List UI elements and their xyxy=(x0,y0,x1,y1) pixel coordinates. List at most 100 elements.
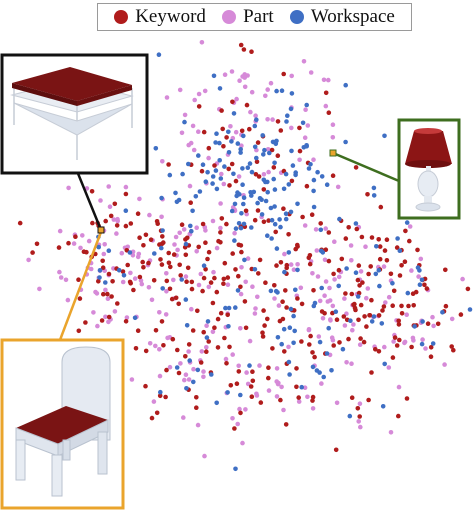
workspace-point xyxy=(282,269,287,275)
part-point xyxy=(114,231,119,236)
part-point xyxy=(187,183,193,189)
part-point xyxy=(449,316,455,322)
part-point xyxy=(386,365,392,370)
workspace-point xyxy=(333,309,339,315)
part-point xyxy=(204,323,209,329)
keyword-point xyxy=(283,422,289,427)
workspace-point xyxy=(238,225,244,231)
part-point xyxy=(196,129,201,134)
part-point xyxy=(396,384,402,390)
keyword-point xyxy=(278,260,284,265)
part-point xyxy=(332,239,337,244)
workspace-point xyxy=(233,226,239,231)
keyword-point xyxy=(232,426,237,431)
part-point xyxy=(95,323,100,329)
keyword-point xyxy=(160,234,165,239)
keyword-point xyxy=(164,278,170,284)
part-point xyxy=(265,87,271,92)
part-point xyxy=(230,416,235,421)
keyword-point xyxy=(306,255,312,261)
legend: Keyword Part Workspace xyxy=(97,3,412,31)
part-point xyxy=(181,227,187,232)
keyword-point xyxy=(397,273,403,278)
part-point xyxy=(364,295,369,301)
workspace-point xyxy=(240,182,245,187)
keyword-point xyxy=(281,71,287,77)
workspace-point xyxy=(281,186,287,192)
keyword-point xyxy=(369,235,375,240)
lamp-inset xyxy=(397,118,461,220)
workspace-point xyxy=(203,179,209,184)
part-point xyxy=(218,225,223,231)
keyword-point xyxy=(229,161,235,167)
part-point xyxy=(350,327,355,333)
part-point xyxy=(157,310,162,315)
keyword-point xyxy=(360,280,365,285)
keyword-point xyxy=(422,282,427,288)
keyword-point xyxy=(415,247,420,253)
keyword-point xyxy=(215,345,221,350)
keyword-point xyxy=(208,280,214,285)
part-point xyxy=(189,306,194,312)
keyword-point xyxy=(168,264,173,270)
part-point xyxy=(356,419,362,424)
workspace-point xyxy=(292,328,298,334)
part-point xyxy=(228,124,233,129)
part-point xyxy=(103,287,108,293)
workspace-point xyxy=(225,390,230,395)
keyword-point xyxy=(333,447,339,453)
workspace-point xyxy=(269,217,275,223)
workspace-point xyxy=(253,117,259,122)
workspace-point xyxy=(353,221,359,226)
keyword-point xyxy=(233,267,238,272)
part-point xyxy=(237,406,242,412)
part-point xyxy=(186,377,192,382)
workspace-point xyxy=(189,228,194,234)
keyword-point xyxy=(106,271,112,277)
keyword-point xyxy=(204,349,209,355)
legend-item-keyword: Keyword xyxy=(114,6,206,28)
part-point xyxy=(409,268,414,273)
workspace-point xyxy=(179,277,184,282)
part-point xyxy=(78,245,83,251)
workspace-point xyxy=(306,166,312,171)
part-point xyxy=(214,245,220,251)
keyword-dot-icon xyxy=(114,10,129,24)
keyword-point xyxy=(153,328,159,333)
keyword-point xyxy=(242,299,248,304)
keyword-point xyxy=(326,258,332,264)
part-point xyxy=(137,196,142,202)
part-point xyxy=(175,247,180,253)
keyword-point xyxy=(227,183,232,188)
keyword-point xyxy=(178,273,183,278)
workspace-point xyxy=(268,288,274,294)
workspace-point xyxy=(252,267,258,272)
keyword-point xyxy=(89,189,95,194)
keyword-point xyxy=(284,305,289,310)
workspace-point xyxy=(211,73,217,79)
workspace-point xyxy=(173,190,178,196)
workspace-point xyxy=(283,211,289,216)
part-point xyxy=(198,271,204,277)
part-point xyxy=(363,244,368,249)
keyword-point xyxy=(404,396,410,401)
keyword-point xyxy=(319,309,325,314)
keyword-point xyxy=(81,249,87,254)
part-point xyxy=(106,184,111,189)
keyword-point xyxy=(224,135,229,140)
part-point xyxy=(234,96,239,102)
keyword-point xyxy=(73,234,78,239)
keyword-point xyxy=(275,119,281,124)
keyword-point xyxy=(300,214,305,220)
keyword-point xyxy=(143,383,148,389)
keyword-point xyxy=(275,153,281,158)
keyword-point xyxy=(346,225,352,230)
workspace-point xyxy=(160,228,165,233)
part-point xyxy=(320,316,326,321)
workspace-point xyxy=(96,244,101,250)
part-point xyxy=(310,406,316,411)
part-point xyxy=(190,123,196,129)
part-point xyxy=(202,88,208,94)
legend-label-part: Part xyxy=(243,6,274,27)
part-point xyxy=(186,349,191,354)
